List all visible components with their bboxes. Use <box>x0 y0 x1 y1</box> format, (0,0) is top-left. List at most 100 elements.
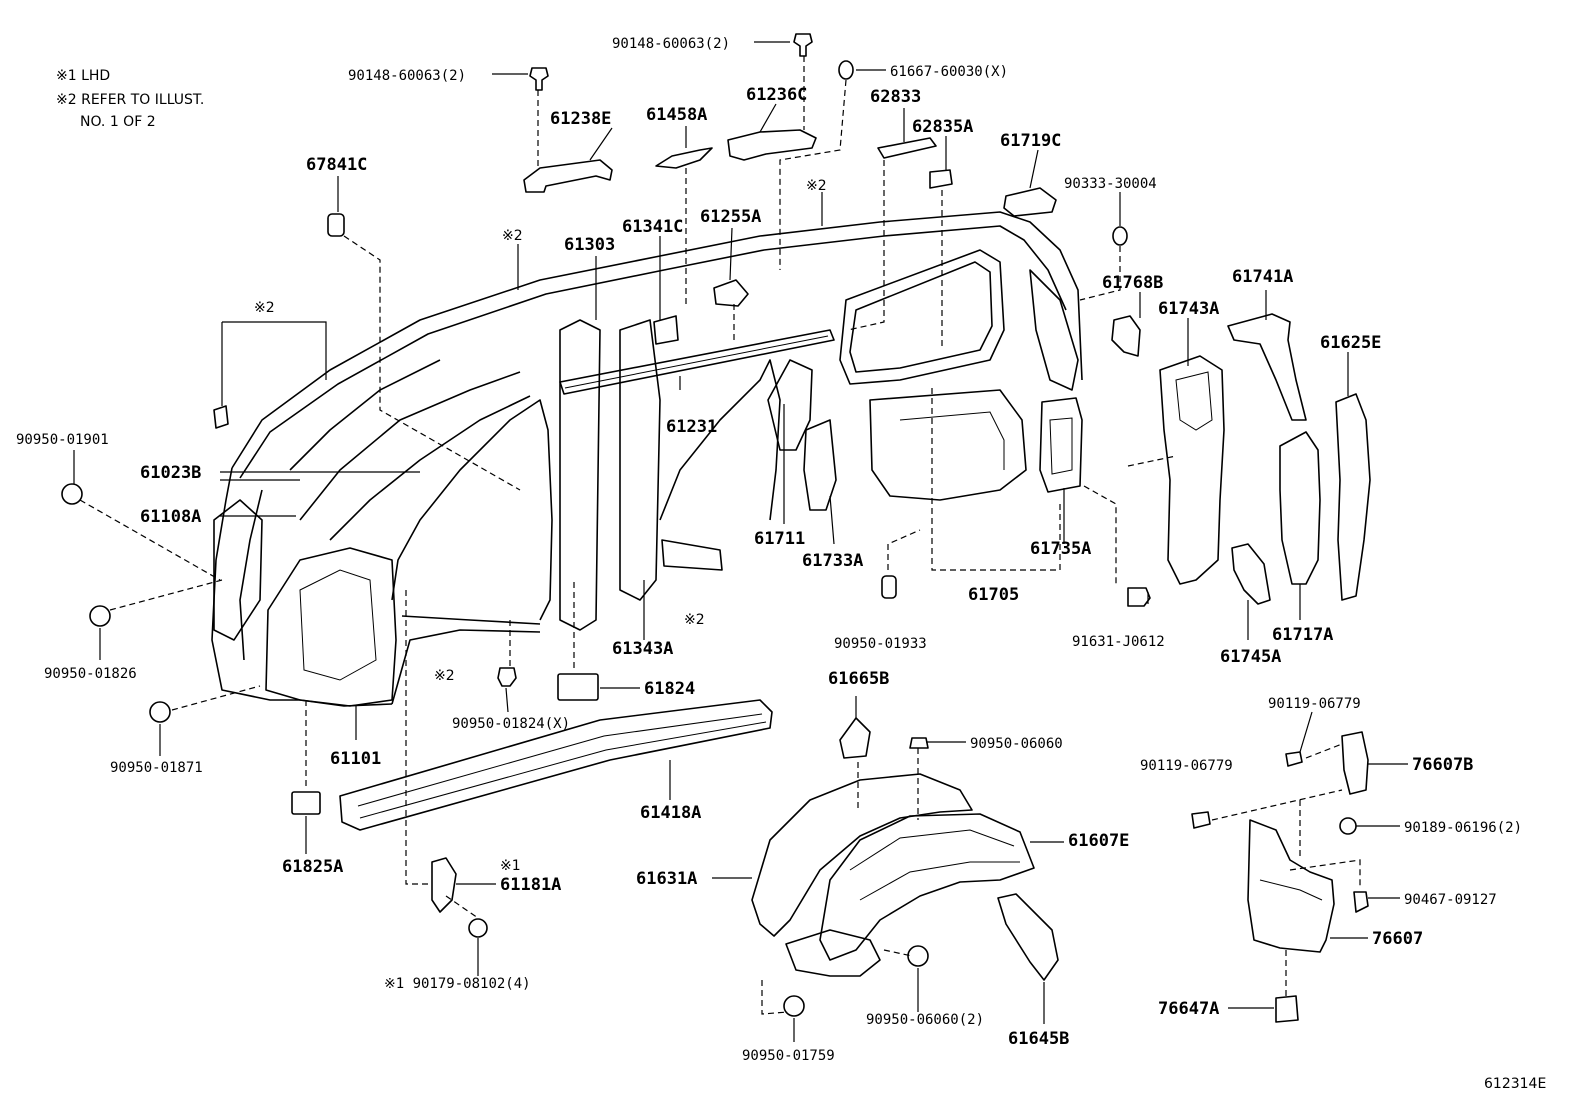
label-ref2-roofrail: ※2 <box>502 228 523 244</box>
part-61255A <box>713 279 749 307</box>
label-61745A: 61745A <box>1220 647 1281 667</box>
part-61458A <box>655 147 713 169</box>
part-62833 <box>877 137 937 159</box>
label-90950-01933: 90950-01933 <box>834 636 927 652</box>
label-61108A: 61108A <box>140 507 201 527</box>
label-61743A: 61743A <box>1158 299 1219 319</box>
bracket-76607B <box>1341 731 1369 795</box>
note-illust-no: NO. 1 OF 2 <box>80 114 156 130</box>
part-61719C <box>1003 187 1057 217</box>
label-90333-30004: 90333-30004 <box>1064 176 1157 192</box>
label-61255A: 61255A <box>700 207 761 227</box>
label-90119-06779-a: 90119-06779 <box>1268 696 1361 712</box>
part-61341C <box>653 315 679 345</box>
part-61625E <box>1335 393 1371 601</box>
top-brackets <box>327 33 1128 345</box>
label-61023B: 61023B <box>140 463 201 483</box>
wheel-house <box>751 717 1059 1017</box>
part-61768B <box>1111 315 1141 357</box>
bracket-61181A <box>431 857 488 938</box>
label-61303: 61303 <box>564 235 615 255</box>
note-lhd: ※1 LHD <box>56 68 110 84</box>
front-clips <box>61 483 599 815</box>
liner-61631A <box>751 773 973 937</box>
label-61418A: 61418A <box>640 803 701 823</box>
plug-90950-06060 <box>909 737 929 749</box>
label-ref2-rocker: ※2 <box>434 668 455 684</box>
liner-61607E <box>819 813 1035 961</box>
label-90950-01901: 90950-01901 <box>16 432 109 448</box>
label-61824: 61824 <box>644 679 695 699</box>
pad-61824 <box>557 673 599 701</box>
part-90333-30004 <box>1112 226 1128 246</box>
note-refer: ※2 REFER TO ILLUST. <box>56 92 204 108</box>
label-61825A: 61825A <box>282 857 343 877</box>
part-67841C <box>327 213 345 237</box>
label-90950-01871: 90950-01871 <box>110 760 203 776</box>
label-61181A: 61181A <box>500 875 561 895</box>
plug-90950-01871 <box>149 701 171 723</box>
part-61743A <box>1159 355 1225 585</box>
label-61741A: 61741A <box>1232 267 1293 287</box>
label-ref2-rear-door: ※2 <box>684 612 705 628</box>
mud-flap <box>1191 731 1369 1023</box>
label-61735A: 61735A <box>1030 539 1091 559</box>
bolt-90119-a <box>1285 751 1303 767</box>
label-61711: 61711 <box>754 529 805 549</box>
part-61667-60030 <box>838 60 854 80</box>
label-90189-06196: 90189-06196(2) <box>1404 820 1522 836</box>
part-61745A <box>1231 543 1271 605</box>
label-61343A: 61343A <box>612 639 673 659</box>
label-61717A: 61717A <box>1272 625 1333 645</box>
label-61458A: 61458A <box>646 105 707 125</box>
plug-90950-01901 <box>61 483 83 505</box>
side-body-assembly <box>211 211 1083 707</box>
label-90148-60063-left: 90148-60063(2) <box>348 68 466 84</box>
plug-90950-06060-2 <box>907 945 929 967</box>
nut-90179-08102 <box>468 918 488 938</box>
label-ref2-front: ※2 <box>254 300 275 316</box>
rocker-61418A <box>339 699 773 831</box>
figure-id: 612314E <box>1484 1076 1546 1092</box>
label-61705: 61705 <box>968 585 1019 605</box>
label-61607E: 61607E <box>1068 831 1129 851</box>
label-90119-06779-b: 90119-06779 <box>1140 758 1233 774</box>
label-ref1: ※1 <box>500 858 521 874</box>
bracket-61645B <box>997 893 1059 981</box>
grommet-90950-01933 <box>881 575 897 599</box>
label-76607: 76607 <box>1372 929 1423 949</box>
label-61768B: 61768B <box>1102 273 1163 293</box>
bracket-61665B <box>839 717 871 759</box>
nut-90189-06196 <box>1339 817 1357 835</box>
part-62835A <box>929 169 953 189</box>
label-61665B: 61665B <box>828 669 889 689</box>
clip-90467-09127 <box>1353 891 1369 913</box>
label-61631A: 61631A <box>636 869 697 889</box>
label-61236C: 61236C <box>746 85 807 105</box>
label-76647A: 76647A <box>1158 999 1219 1019</box>
plug-90950-01759 <box>783 995 805 1017</box>
label-76607B: 76607B <box>1412 755 1473 775</box>
flap-76607 <box>1247 819 1335 953</box>
clip-76647A <box>1275 995 1299 1023</box>
label-90950-01826: 90950-01826 <box>44 666 137 682</box>
label-90950-06060: 90950-06060 <box>970 736 1063 752</box>
label-91631-J0612: 91631-J0612 <box>1072 634 1165 650</box>
label-61341C: 61341C <box>622 217 683 237</box>
guide-lines <box>79 56 1361 1015</box>
plug-90950-01826 <box>89 605 111 627</box>
label-61667-60030: 61667-60030(X) <box>890 64 1008 80</box>
part-61717A <box>1279 431 1321 585</box>
label-61231: 61231 <box>666 417 717 437</box>
bolt-90148-left <box>529 67 549 91</box>
part-61238E <box>523 159 613 193</box>
label-90950-01759: 90950-01759 <box>742 1048 835 1064</box>
label-62833: 62833 <box>870 87 921 107</box>
label-61625E: 61625E <box>1320 333 1381 353</box>
part-labels: 90148-60063(2) 90148-60063(2) 61667-6003… <box>16 36 1546 1092</box>
label-90950-01824: 90950-01824(X) <box>452 716 570 732</box>
label-61733A: 61733A <box>802 551 863 571</box>
label-61645B: 61645B <box>1008 1029 1069 1049</box>
pad-61825A <box>291 791 321 815</box>
